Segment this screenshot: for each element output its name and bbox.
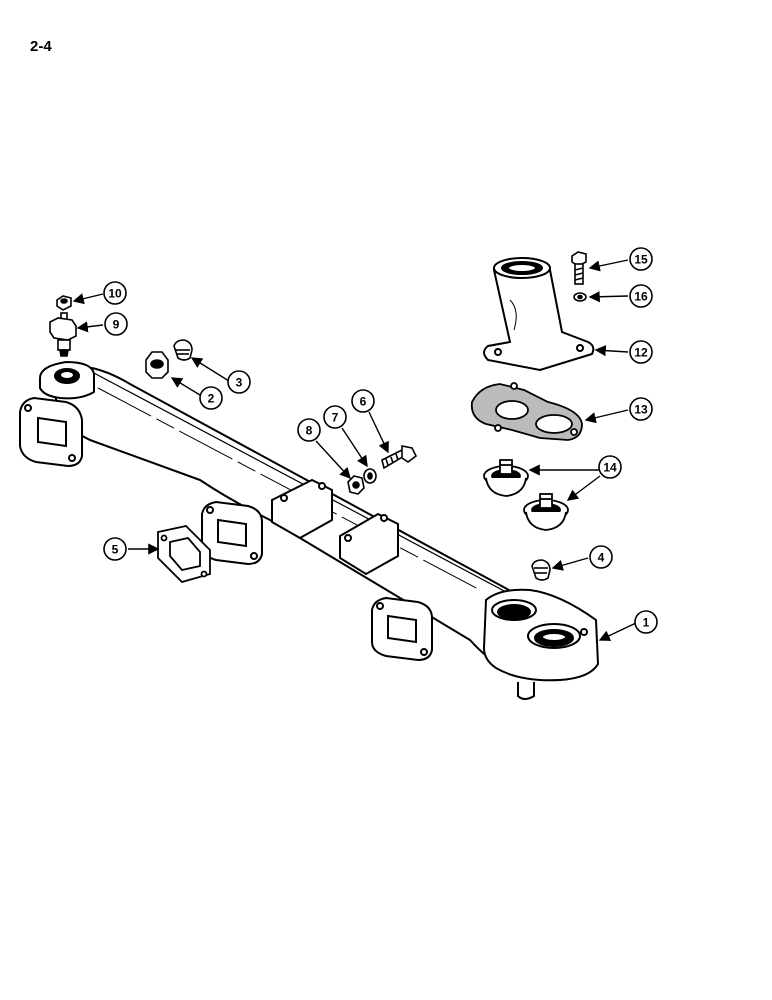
lower-flange	[371, 596, 433, 662]
callout-6: 6	[351, 389, 375, 413]
middle-flange	[201, 500, 263, 566]
mounting-boss-left	[271, 478, 333, 540]
svg-text:14: 14	[603, 461, 617, 475]
svg-text:7: 7	[332, 411, 339, 425]
svg-text:12: 12	[634, 346, 648, 360]
callout-15: 15	[629, 247, 653, 271]
callout-10: 10	[103, 281, 127, 305]
svg-text:9: 9	[113, 318, 120, 332]
svg-text:8: 8	[306, 424, 313, 438]
left-flange	[19, 396, 83, 468]
callout-2: 2	[199, 386, 223, 410]
svg-text:2: 2	[208, 392, 215, 406]
callout-7: 7	[323, 405, 347, 429]
page-number: 2-4	[30, 38, 52, 55]
callout-5: 5	[103, 537, 127, 561]
part-5-gasket	[157, 525, 211, 584]
callout-8: 8	[297, 418, 321, 442]
part-6-bolt	[381, 445, 418, 470]
svg-text:16: 16	[634, 290, 648, 304]
part-14-thermostat-upper	[483, 459, 529, 497]
svg-text:13: 13	[634, 403, 648, 417]
part-3-plug	[173, 339, 193, 361]
callout-9: 9	[104, 312, 128, 336]
svg-text:3: 3	[236, 376, 243, 390]
callout-1: 1	[634, 610, 658, 634]
callout-3: 3	[227, 370, 251, 394]
part-2-plug	[145, 351, 169, 379]
part-13-gasket	[470, 382, 583, 441]
mounting-boss-right	[339, 512, 399, 576]
part-9-temperature-sender	[49, 312, 77, 357]
part-15-bolt	[571, 251, 587, 285]
part-7-lock-washer	[363, 468, 377, 484]
part-16-lock-washer	[573, 292, 587, 302]
callout-16: 16	[629, 284, 653, 308]
svg-text:10: 10	[108, 287, 122, 301]
svg-text:5: 5	[112, 543, 119, 557]
callout-4: 4	[589, 545, 613, 569]
part-10-nut	[56, 295, 72, 311]
svg-text:15: 15	[634, 253, 648, 267]
leader-lines	[72, 259, 637, 641]
part-4-plug	[531, 559, 551, 581]
svg-text:1: 1	[643, 616, 650, 630]
part-14-thermostat-lower	[523, 493, 569, 531]
callout-12: 12	[629, 340, 653, 364]
part-8-washer	[347, 475, 365, 495]
manifold-outlet-end	[482, 588, 600, 700]
svg-text:4: 4	[598, 551, 605, 565]
svg-text:6: 6	[360, 395, 367, 409]
callout-14: 14	[598, 455, 622, 479]
callout-13: 13	[629, 397, 653, 421]
part-12-thermostat-housing	[483, 257, 595, 372]
